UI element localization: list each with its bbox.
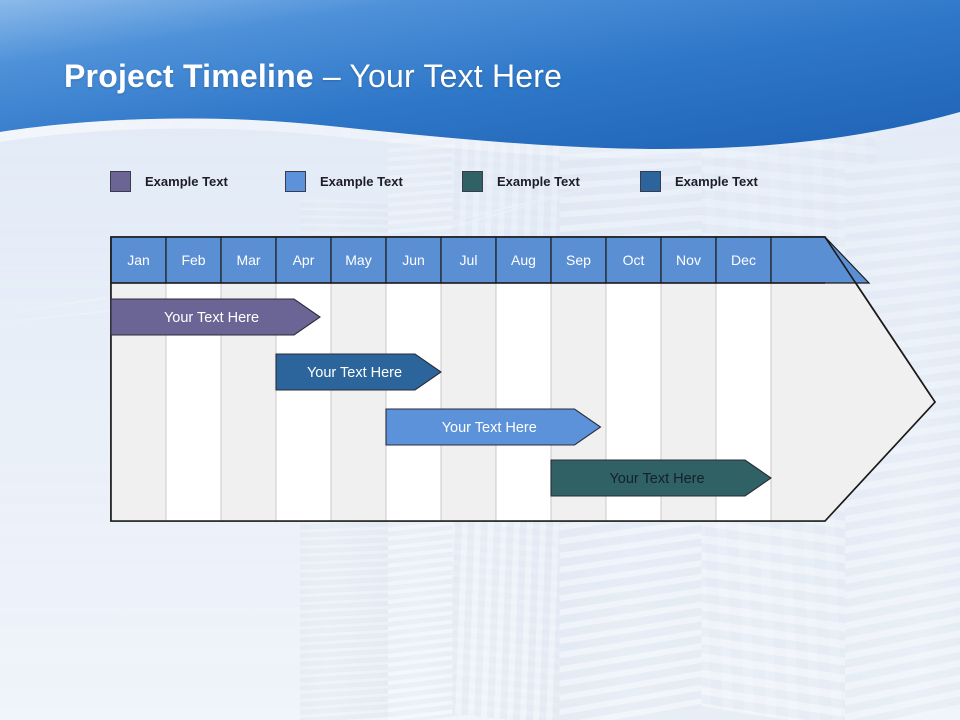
legend-label: Example Text <box>675 173 758 189</box>
timeline-bar[interactable]: Your Text Here <box>110 298 321 336</box>
timeline-bar-shape <box>385 408 602 446</box>
month-header-cell[interactable] <box>110 236 167 284</box>
legend-item-2[interactable]: Example Text <box>285 170 403 192</box>
month-header-label: Dec <box>731 252 756 268</box>
header-wave-highlight <box>0 112 960 160</box>
timeline-bar[interactable]: Your Text Here <box>275 353 442 391</box>
timeline-bar-shape <box>550 459 772 497</box>
month-header-cell[interactable] <box>330 236 387 284</box>
timeline-bar-shape <box>110 298 321 336</box>
month-header-cell[interactable] <box>165 236 222 284</box>
timeline-bar-label: Your Text Here <box>609 471 704 487</box>
month-header-cell[interactable] <box>275 236 332 284</box>
legend-label: Example Text <box>497 173 580 189</box>
timeline-bar[interactable]: Your Text Here <box>550 459 772 497</box>
page-title: Project Timeline – Your Text Here <box>64 58 562 95</box>
month-header-label: Oct <box>623 252 645 268</box>
legend-swatch-icon <box>462 170 483 192</box>
legend-swatch-icon <box>285 170 306 192</box>
page-title-separator: – <box>322 58 350 94</box>
month-header-cell-arrow <box>770 236 871 284</box>
legend-item-4[interactable]: Example Text <box>640 170 758 192</box>
timeline-bar-label: Your Text Here <box>442 420 537 436</box>
header-band <box>0 0 960 160</box>
legend-label: Example Text <box>145 173 228 189</box>
legend-item-1[interactable]: Example Text <box>110 170 228 192</box>
timeline-column-band <box>441 283 496 521</box>
header-wave-shape <box>0 0 960 150</box>
timeline-column-band <box>331 283 386 521</box>
timeline-column-band <box>771 283 935 521</box>
month-header-label: Nov <box>676 252 701 268</box>
page-title-strong: Project Timeline <box>64 58 323 94</box>
timeline-bar-label: Your Text Here <box>164 310 259 326</box>
month-header-label: Mar <box>236 252 260 268</box>
month-header-cell[interactable] <box>660 236 717 284</box>
timeline-bar[interactable]: Your Text Here <box>385 408 602 446</box>
month-header-label: Apr <box>293 252 315 268</box>
legend: Example Text Example Text Example Text E… <box>110 170 870 194</box>
month-header-cell[interactable] <box>385 236 442 284</box>
month-header-cell[interactable] <box>440 236 497 284</box>
month-header-cell[interactable] <box>495 236 552 284</box>
timeline-bar-label: Your Text Here <box>307 365 402 381</box>
month-header-label: Jan <box>127 252 150 268</box>
month-header-label: Feb <box>181 252 205 268</box>
page-title-light: Your Text Here <box>349 58 563 94</box>
legend-item-3[interactable]: Example Text <box>462 170 580 192</box>
month-header-label: Jun <box>402 252 425 268</box>
timeline-arrow-outline <box>110 236 937 522</box>
month-header-label: Aug <box>511 252 536 268</box>
month-header-label: Jul <box>460 252 478 268</box>
month-header-label: Sep <box>566 252 591 268</box>
month-header-label: May <box>345 252 371 268</box>
timeline-column-band <box>386 283 441 521</box>
legend-label: Example Text <box>320 173 403 189</box>
timeline-column-band <box>496 283 551 521</box>
timeline-bar-shape <box>275 353 442 391</box>
legend-swatch-icon <box>640 170 661 192</box>
legend-swatch-icon <box>110 170 131 192</box>
